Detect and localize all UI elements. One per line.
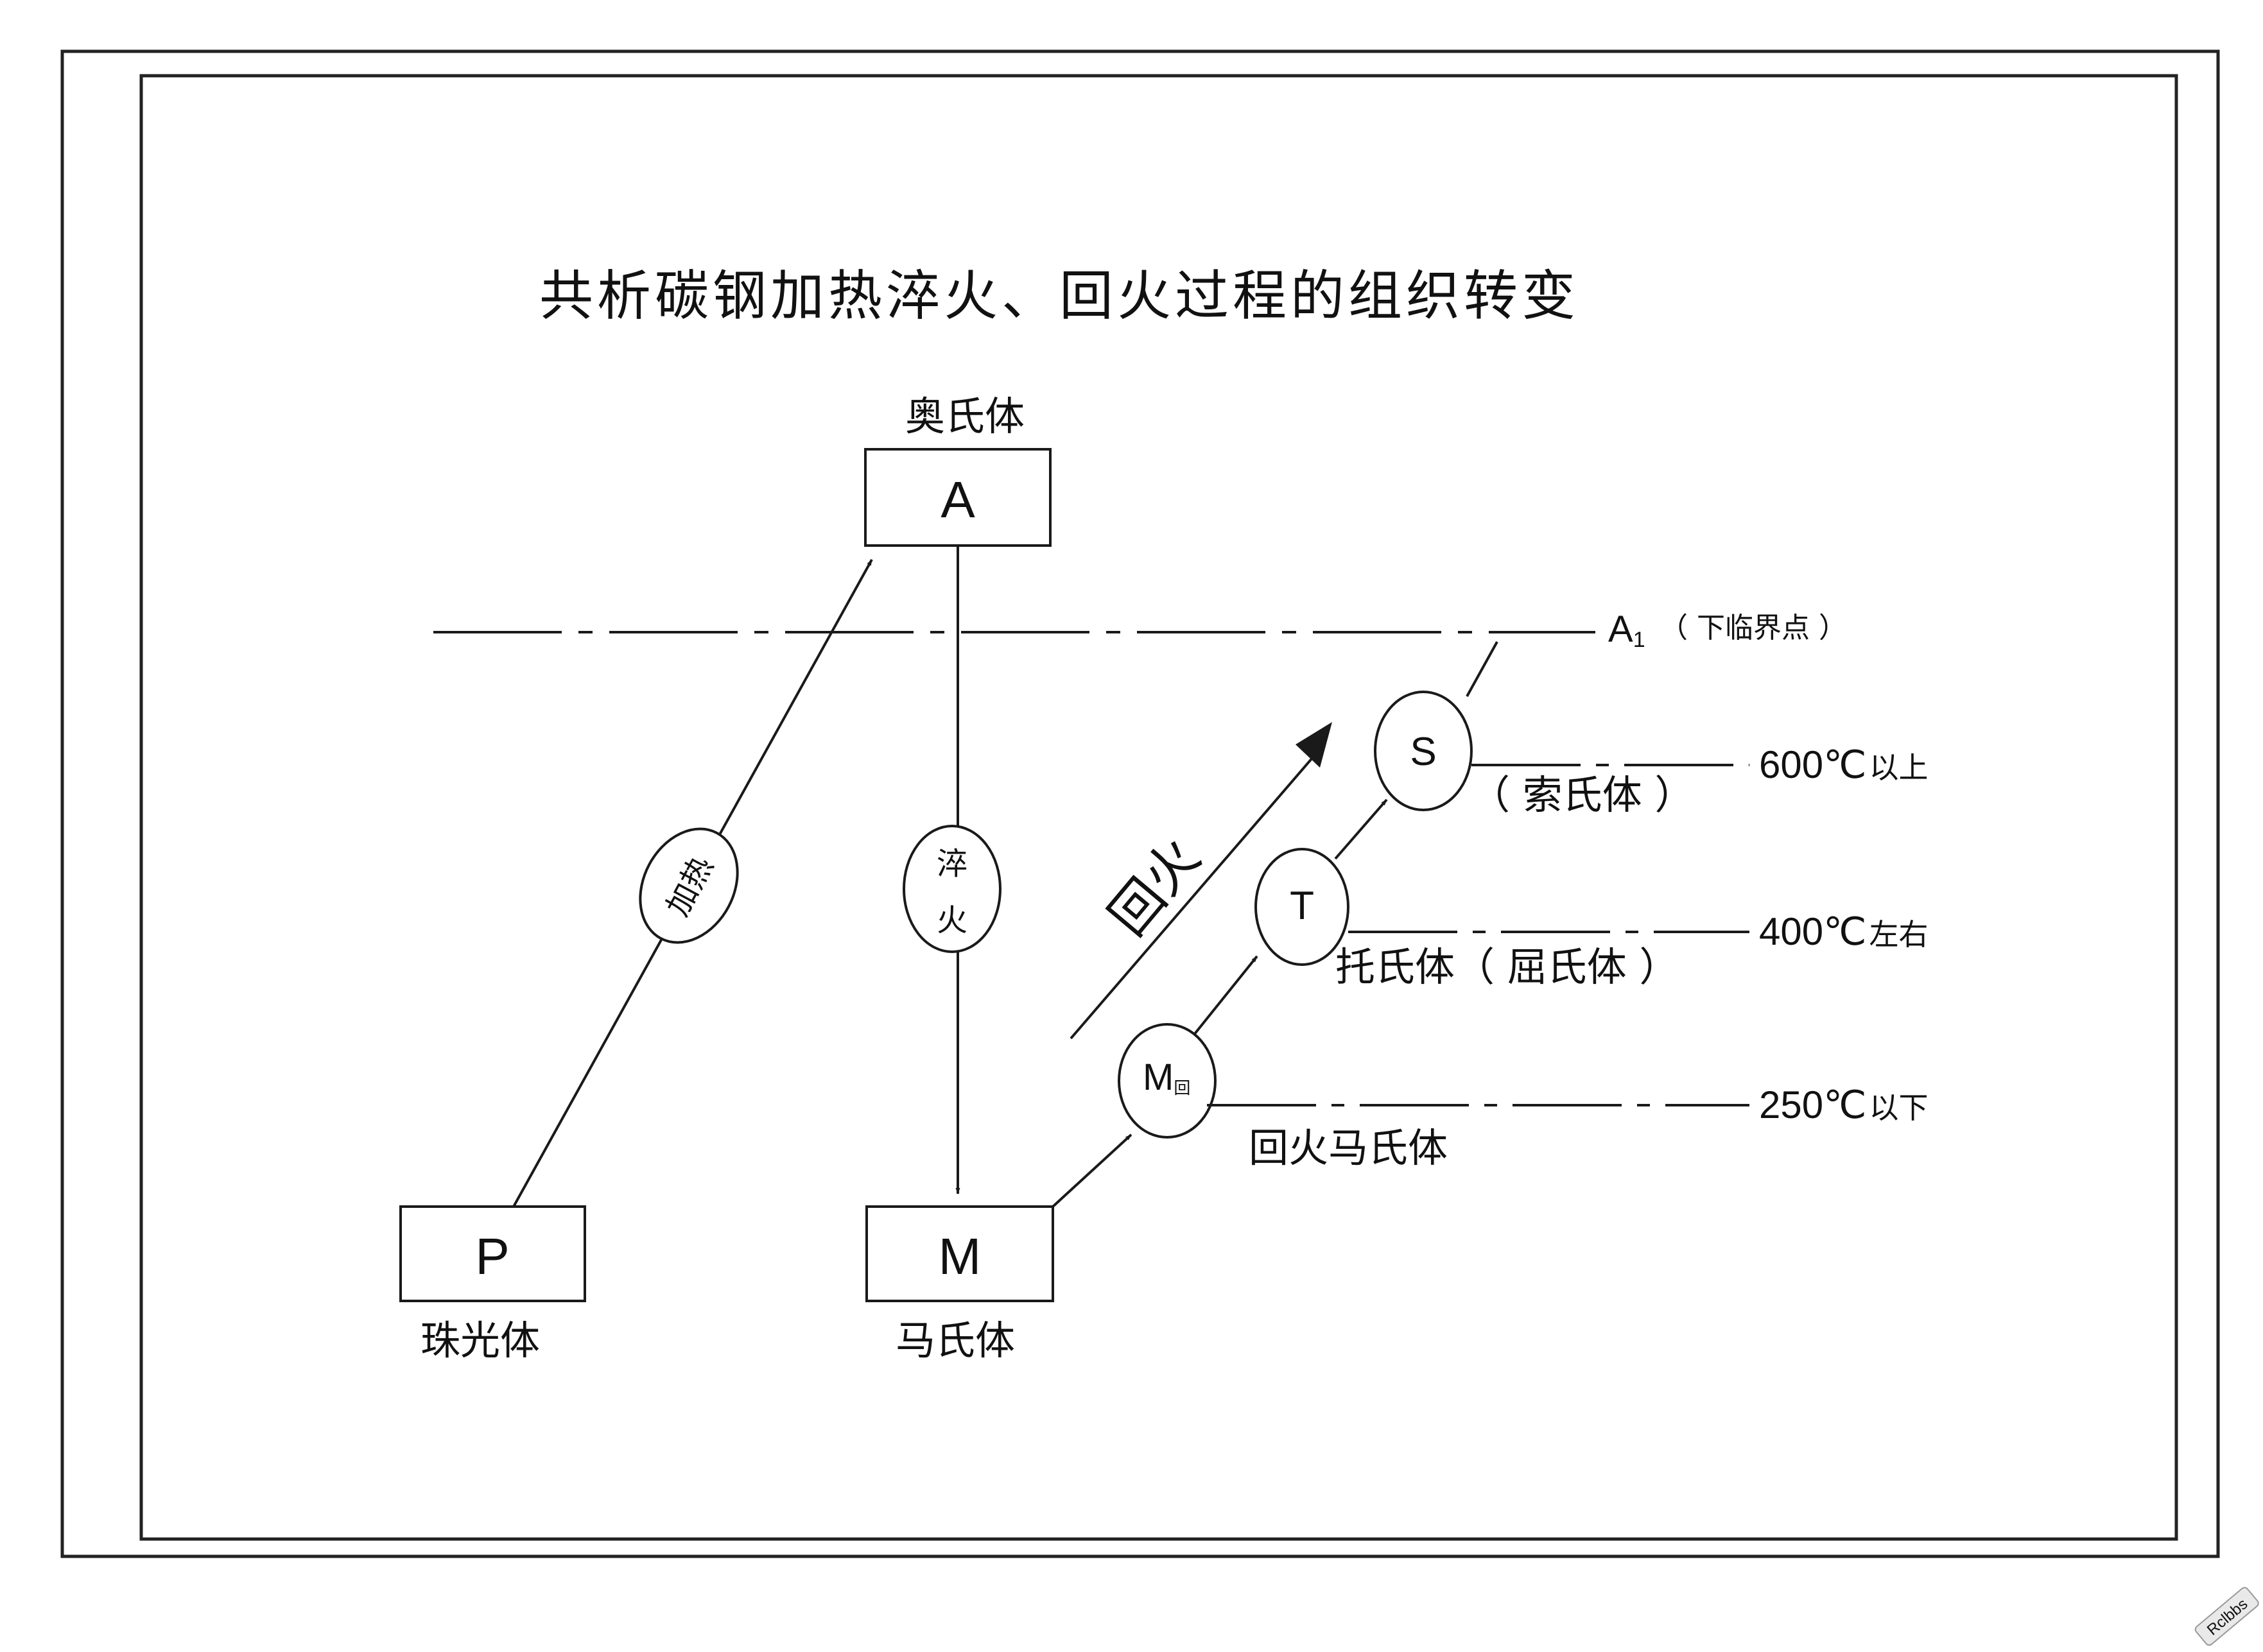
tempered-martensite-symbol: M回: [1143, 1056, 1190, 1098]
martensite-box: [865, 1205, 1054, 1302]
a1-label: （ 下临界点 ）: [1660, 612, 1847, 644]
chain-m-to-mh: [1052, 1133, 1132, 1208]
pearlite-box: [399, 1205, 586, 1302]
outer-frame: [60, 49, 2220, 1558]
pearlite-label: 珠光体: [421, 1317, 540, 1364]
chain-s-to-a1: [1466, 641, 1498, 697]
tempering-arrowhead: [1296, 722, 1332, 768]
martensite-label: 马氏体: [896, 1317, 1015, 1364]
chain-t-to-s: [1334, 798, 1388, 860]
tempering-label: 回火: [1098, 827, 1212, 947]
tempered-martensite-label: 回火马氏体: [1249, 1124, 1448, 1171]
watermark-badge: Rclbbs: [2194, 1587, 2259, 1646]
troostite-node: [1254, 848, 1349, 966]
diagram-title: 共析碳钢加热淬火、回火过程的组织转变: [539, 264, 1579, 327]
tempered-martensite-node: [1118, 1023, 1217, 1139]
austenite-symbol: A: [941, 471, 975, 528]
temp-400: 400℃左右: [1759, 910, 1929, 953]
sorbite-symbol: S: [1410, 730, 1436, 774]
a1-symbol: A1: [1608, 608, 1645, 652]
troostite-symbol: T: [1290, 884, 1314, 928]
troostite-label: 托氏体（ 屈氏体 ）: [1335, 943, 1679, 990]
tempering-direction-arrow: [1070, 756, 1314, 1040]
quench-label-2: 火: [937, 902, 967, 938]
sorbite-node: [1374, 691, 1473, 811]
pearlite-symbol: P: [475, 1228, 509, 1285]
chain-mh-to-t: [1193, 955, 1258, 1036]
inner-frame: [139, 74, 2178, 1541]
temp-600: 600℃以上: [1759, 743, 1929, 786]
quench-node: [903, 825, 1001, 953]
austenite-box: [864, 448, 1052, 547]
austenite-label: 奥氏体: [905, 393, 1025, 440]
heating-node: [639, 827, 739, 944]
quench-label-1: 淬: [937, 846, 967, 882]
temp-250: 250℃以下: [1759, 1083, 1929, 1126]
martensite-symbol: M: [939, 1228, 982, 1285]
sorbite-label: （ 索氏体 ）: [1470, 771, 1694, 818]
